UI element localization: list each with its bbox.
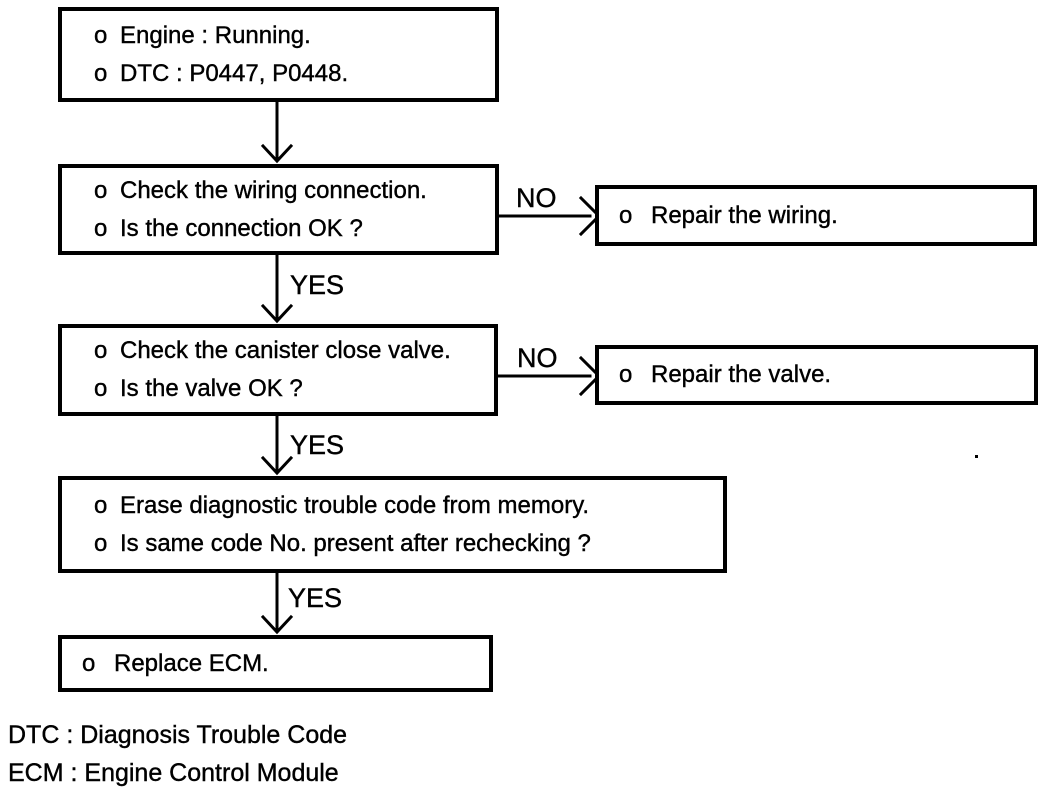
edge-label-yes-3: YES — [288, 583, 343, 613]
node-replace-ecm-line-1: o Replace ECM. — [62, 649, 489, 679]
legend-dtc: DTC : Diagnosis Trouble Code — [8, 721, 348, 749]
node-erase-dtc-line-2: o Is same code No. present after recheck… — [62, 529, 723, 559]
arrowhead-down-icon — [260, 455, 294, 476]
bullet-marker: o — [94, 375, 108, 402]
node-check-wiring-line-2: o Is the connection OK ? — [62, 214, 495, 244]
node-erase-dtc: o Erase diagnostic trouble code from mem… — [58, 476, 727, 573]
legend-ecm: ECM : Engine Control Module — [8, 759, 339, 787]
bullet-marker: o — [82, 649, 96, 677]
legend: DTC : Diagnosis Trouble Code ECM : Engin… — [8, 716, 347, 792]
bullet-marker: o — [94, 214, 108, 242]
node-text: Is the valve OK ? — [120, 375, 303, 402]
node-start: o Engine : Running. o DTC : P0447, P0448… — [58, 7, 499, 102]
node-text: DTC : P0447, P0448. — [120, 59, 349, 87]
node-text: Check the wiring connection. — [120, 176, 427, 204]
node-text: Replace ECM. — [114, 649, 269, 677]
node-replace-ecm: o Replace ECM. — [58, 635, 493, 692]
bullet-marker: o — [94, 529, 108, 557]
node-text: Engine : Running. — [120, 21, 311, 49]
bullet-marker: o — [619, 361, 633, 388]
edge-label-no-2: NO — [517, 343, 558, 373]
node-check-valve-line-2: o Is the valve OK ? — [62, 374, 494, 404]
edge-label-yes-2: YES — [290, 430, 345, 460]
arrowhead-down-icon — [260, 614, 294, 635]
node-check-valve: o Check the canister close valve. o Is t… — [58, 324, 498, 416]
bullet-marker: o — [94, 59, 108, 87]
node-erase-dtc-line-1: o Erase diagnostic trouble code from mem… — [62, 491, 723, 521]
node-check-wiring: o Check the wiring connection. o Is the … — [58, 164, 499, 255]
node-text: Erase diagnostic trouble code from memor… — [120, 491, 590, 519]
node-repair-valve-line-1: o Repair the valve. — [599, 360, 1034, 390]
node-text: Check the canister close valve. — [120, 337, 451, 364]
bullet-marker: o — [94, 176, 108, 204]
scan-speck — [975, 455, 978, 458]
arrowhead-down-icon — [260, 143, 294, 164]
node-repair-wiring-line-1: o Repair the wiring. — [599, 201, 1033, 231]
node-text: Is the connection OK ? — [120, 214, 363, 242]
bullet-marker: o — [94, 337, 108, 364]
arrowhead-down-icon — [260, 303, 294, 324]
edge-label-yes-1: YES — [290, 270, 345, 300]
node-repair-valve: o Repair the valve. — [595, 345, 1038, 405]
node-start-line-1: o Engine : Running. — [62, 21, 495, 51]
node-text: Repair the wiring. — [651, 201, 838, 229]
bullet-marker: o — [94, 21, 108, 49]
bullet-marker: o — [619, 201, 633, 229]
edge-label-no-1: NO — [516, 183, 557, 213]
node-text: Repair the valve. — [651, 361, 832, 388]
node-start-line-2: o DTC : P0447, P0448. — [62, 59, 495, 89]
node-repair-wiring: o Repair the wiring. — [595, 185, 1037, 246]
node-check-valve-line-1: o Check the canister close valve. — [62, 336, 494, 366]
node-text: Is same code No. present after recheckin… — [120, 529, 591, 557]
bullet-marker: o — [94, 491, 108, 519]
node-check-wiring-line-1: o Check the wiring connection. — [62, 176, 495, 206]
